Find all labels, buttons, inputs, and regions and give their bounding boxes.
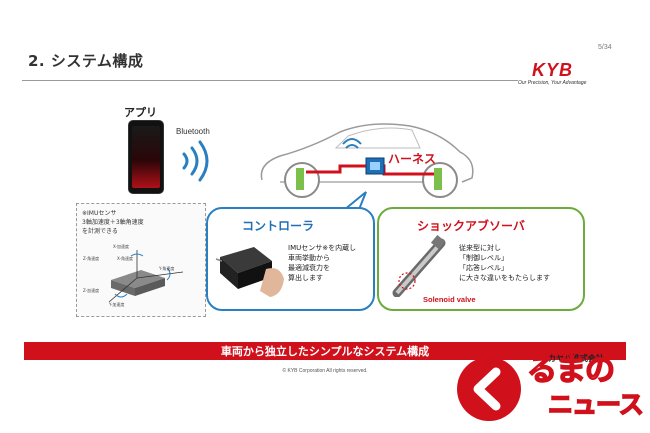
summary-banner-text: 車両から独立したシンプルなシステム構成 [220, 345, 430, 358]
front-shock-icon [296, 168, 304, 190]
axis-label-x-ang: X-角速度 [117, 256, 133, 261]
controller-line-4: 算出します [288, 274, 323, 282]
axis-label-z-ang: Z-角速度 [83, 256, 100, 261]
car-diagram [260, 123, 474, 198]
axis-label-x-acc: X-加速度 [113, 244, 129, 249]
axis-label-y-ang: Y-角速度 [159, 266, 175, 271]
controller-title: コントローラ [242, 219, 315, 233]
harness-label: ハーネス [388, 152, 437, 166]
shock-absorber-bubble: ショックアブソーバ 従来型に対し 「制御レベル」 「応答レベル」 に大きな違いを… [377, 207, 585, 311]
bluetooth-label: Bluetooth [176, 127, 210, 136]
shock-line-4: に大きな違いをもたらします [459, 274, 550, 282]
watermark-text-top: るまの [526, 352, 616, 389]
shock-line-3: 「応答レベル」 [459, 264, 508, 272]
controller-line-3: 最適減衰力を [288, 264, 330, 272]
imu-line-3: を計測できる [82, 228, 118, 235]
shock-absorber-image [392, 235, 446, 297]
controller-line-1: IMUセンサ※を内蔵し [288, 244, 357, 252]
controller-bubble: コントローラ IMUセンサ※を内蔵し 車両挙動から 最適減衰力を 算出します [206, 207, 375, 311]
kyb-tagline: Our Precision, Your Advantage [518, 80, 587, 86]
solenoid-valve-label: Solenoid valve [423, 295, 476, 304]
shock-line-2: 「制御レベル」 [459, 254, 508, 262]
company-name: カヤバ株式会社 [548, 354, 604, 363]
imu-sensor-box: ※IMUセンサ 3軸加速度＋3軸角速度 を計測できる X-加速度 X-角速度 Y… [76, 203, 206, 317]
kyb-logo: KYB [532, 60, 574, 80]
solenoid-highlight [398, 272, 416, 290]
watermark-text-bottom: ニュース [547, 389, 644, 420]
slide-title: 2. システム構成 [28, 52, 144, 70]
imu-axes-diagram [108, 250, 184, 303]
imu-line-1: ※IMUセンサ [82, 210, 117, 217]
page-number: 5/34 [598, 44, 612, 51]
header-divider [22, 80, 518, 81]
imu-line-2: 3軸加速度＋3軸角速度 [82, 219, 144, 226]
controller-line-2: 車両挙動から [288, 254, 330, 262]
controller-unit-image [215, 247, 284, 297]
copyright-text: © KYB Corporation All rights reserved. [282, 368, 368, 374]
phone-screen [132, 126, 160, 188]
wireless-signal-icon [182, 140, 209, 182]
axis-label-z-acc: Z-加速度 [83, 288, 100, 293]
shock-line-1: 従来型に対し [459, 244, 501, 252]
summary-banner: 車両から独立したシンプルなシステム構成 [24, 342, 626, 360]
smartphone-image [128, 120, 164, 194]
kuruma-news-logo-icon [457, 357, 521, 421]
axis-label-y-acc: Y-加速度 [109, 302, 125, 307]
rear-shock-icon [434, 168, 442, 190]
app-label: アプリ [124, 106, 157, 119]
shock-absorber-title: ショックアブソーバ [417, 219, 525, 233]
